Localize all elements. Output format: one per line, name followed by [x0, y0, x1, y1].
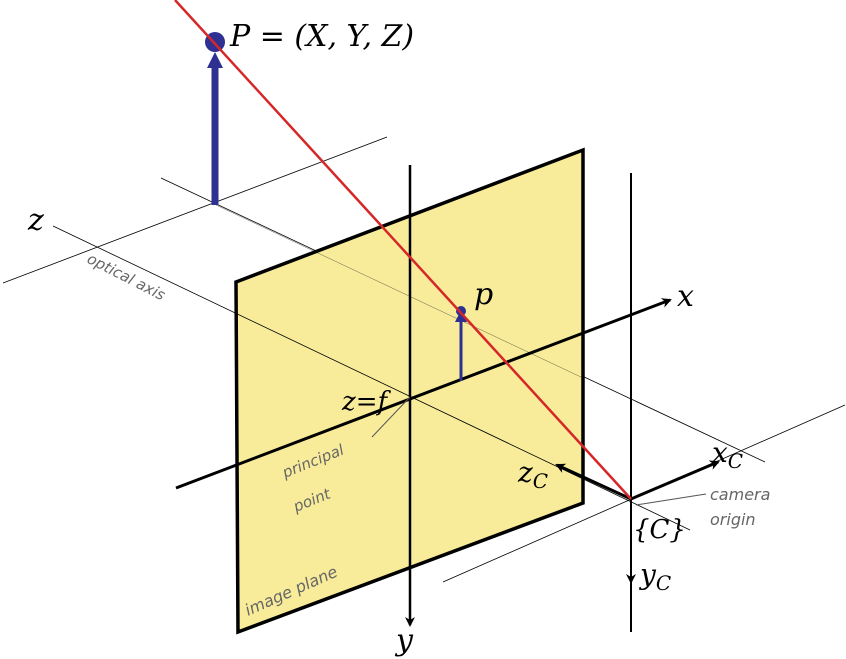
projection-ray: [174, 0, 632, 500]
label-z-eq-f: z=f: [341, 387, 391, 417]
label-xC: xC: [712, 436, 743, 473]
camera-origin-leader: [635, 493, 707, 506]
label-y: y: [394, 623, 414, 658]
label-yC: yC: [638, 558, 671, 595]
xC-arrow: [630, 460, 720, 501]
world-x-line-plane: [215, 204, 584, 379]
label-optical-axis: optical axis: [84, 250, 168, 305]
label-frame-C: {C}: [633, 515, 686, 545]
label-zC: zC: [517, 456, 548, 493]
label-origin: origin: [710, 510, 756, 529]
principal-point-leader: [371, 396, 411, 438]
label-camera: camera: [710, 485, 770, 504]
zC-arrow: [555, 463, 632, 501]
label-P: P = (X, Y, Z): [229, 19, 414, 54]
optical-axis-line: [52, 225, 691, 531]
label-p: p: [474, 277, 493, 312]
x-axis: [175, 298, 672, 490]
label-z: z: [27, 203, 44, 238]
label-x: x: [677, 279, 694, 314]
